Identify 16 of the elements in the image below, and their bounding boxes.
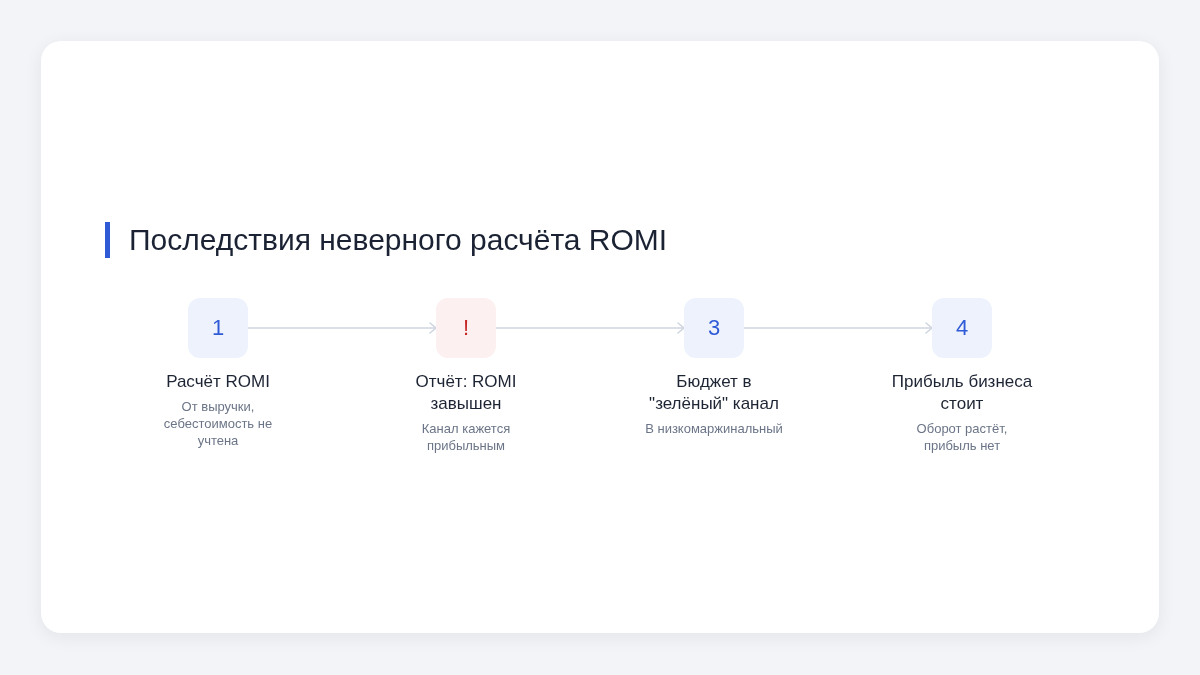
step-title: Отчёт: ROMI завышен bbox=[414, 371, 518, 415]
step-title: Бюджет в "зелёный" канал bbox=[648, 371, 780, 415]
step-number-tile: 3 bbox=[684, 298, 744, 358]
step-number-tile: ! bbox=[436, 298, 496, 358]
arrow bbox=[247, 322, 437, 334]
step-description: Оборот растёт, прибыль нет bbox=[915, 420, 1009, 454]
step-title: Прибыль бизнеса стоит bbox=[890, 371, 1034, 415]
step-title: Расчёт ROMI bbox=[166, 371, 270, 393]
arrow bbox=[743, 322, 933, 334]
step-number-tile: 1 bbox=[188, 298, 248, 358]
arrow bbox=[495, 322, 685, 334]
slide-title: Последствия неверного расчёта ROMI bbox=[129, 222, 668, 258]
step-description: Канал кажется прибыльным bbox=[420, 420, 512, 454]
step-description: В низкомаржинальный bbox=[645, 420, 783, 437]
step-number-tile: 4 bbox=[932, 298, 992, 358]
step-description: От выручки, себестоимость не учтена bbox=[162, 398, 274, 449]
